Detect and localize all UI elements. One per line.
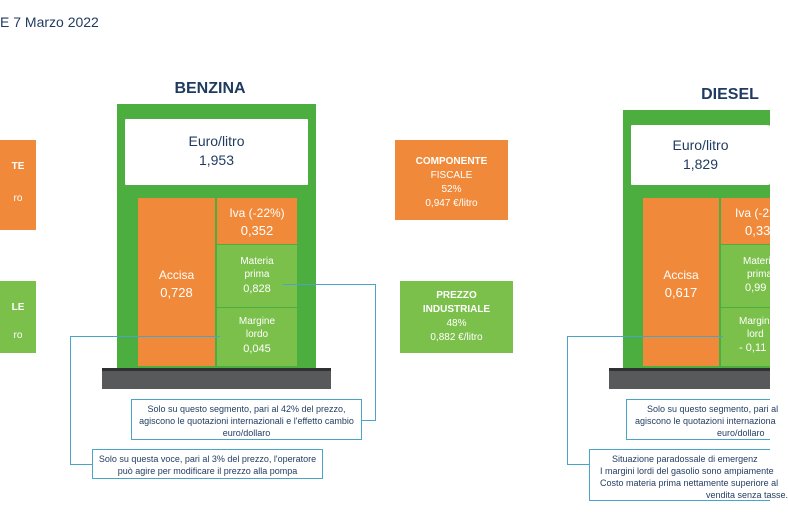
- diesel-margine-connector-v: [567, 336, 568, 464]
- diesel-margine-connector-h2: [567, 464, 589, 465]
- benzina-display: Euro/litro 1,953: [122, 116, 311, 188]
- diesel-emerg-line-4: vendita senza tasse.: [706, 490, 788, 500]
- benzina-title: BENZINA: [174, 80, 246, 97]
- diesel-margine-cell: Margin lord - 0,11: [721, 308, 770, 366]
- benzina-materia-label-2: prima: [244, 269, 270, 280]
- benzina-materia-cell: Materia prima 0,828: [217, 245, 297, 307]
- diesel-segment-line-3: euro/dollaro: [717, 428, 765, 438]
- left-industrial-text: LE: [11, 302, 25, 313]
- benzina-segment-line-1: Solo su questo segmento, pari al 42% del…: [147, 404, 346, 414]
- componente-fiscale-title-1: COMPONENTE: [415, 156, 488, 167]
- benzina-accisa-cell: Accisa 0,728: [138, 198, 215, 366]
- diesel-display-value: 1,829: [682, 156, 719, 172]
- left-fiscal-box: TE ro: [0, 140, 36, 230]
- diesel-accisa-label: Accisa: [663, 268, 699, 282]
- diesel-accisa-cell: Accisa 0,617: [643, 198, 719, 366]
- prezzo-industriale-pct: 48%: [446, 318, 467, 329]
- benzina-margine-connector-h2: [70, 464, 92, 465]
- benzina-pump-base: [102, 368, 331, 389]
- benzina-segment-line-2: agiscono le quotazioni internazionali e …: [139, 416, 354, 426]
- benzina-margine-connector-v: [70, 336, 71, 464]
- benzina-materia-label-1: Materia: [240, 256, 274, 267]
- diesel-segment-line-1: Solo su questo segmento, pari al: [647, 404, 779, 414]
- benzina-margine-connector-h: [70, 336, 220, 337]
- diesel-emerg-line-2: I margini lordi del gasolio sono ampiame…: [600, 466, 774, 476]
- componente-fiscale-box: COMPONENTE FISCALE 52% 0,947 €/litro: [395, 140, 508, 220]
- diesel-materia-label-1: Materi: [743, 256, 771, 267]
- diesel-emergency-callout: Situazione paradossale di emergenz I mar…: [589, 449, 788, 501]
- benzina-materia-value: 0,828: [243, 283, 271, 295]
- prezzo-industriale-box: PREZZO INDUSTRIALE 48% 0,882 €/litro: [400, 281, 513, 353]
- benzina-iva-cell: Iva (-22%) 0,352: [217, 198, 297, 244]
- benzina-margine-cell: Margine lordo 0,045: [217, 308, 297, 366]
- diesel-iva-cell: Iva (-22 0,33: [721, 198, 776, 244]
- left-industrial-box: LE ro: [0, 281, 36, 353]
- diesel-display: Euro/litro 1,829: [628, 122, 770, 188]
- diesel-margine-value: - 0,11: [739, 342, 767, 354]
- benzina-accisa-value: 0,728: [160, 285, 193, 300]
- benzina-voce-line-2: può agire per modificare il prezzo alla …: [117, 466, 298, 476]
- diesel-segment-line-2: agiscono le quotazioni internaziona: [635, 416, 776, 426]
- benzina-voce-line-1: Solo su questa voce, pari al 3% del prez…: [98, 454, 317, 464]
- diesel-emerg-line-3: Costo materia prima nettamente superiore…: [600, 478, 779, 488]
- benzina-segment-callout: Solo su questo segmento, pari al 42% del…: [131, 399, 362, 440]
- benzina-iva-value: 0,352: [240, 223, 274, 238]
- benzina-materia-connector-h: [283, 284, 376, 285]
- prezzo-industriale-title-2: INDUSTRIALE: [422, 304, 491, 315]
- diesel-emerg-line-1: Situazione paradossale di emergenz: [612, 454, 758, 464]
- prezzo-industriale-value: 0,882 €/litro: [430, 332, 483, 343]
- benzina-iva-label: Iva (-22%): [229, 206, 285, 220]
- diesel-iva-value: 0,33: [745, 223, 771, 238]
- diesel-margine-label-1: Margin: [739, 316, 770, 327]
- diesel-title: DIESEL: [701, 86, 759, 103]
- benzina-display-label: Euro/litro: [188, 133, 245, 149]
- benzina-materia-connector-h2: [362, 420, 376, 421]
- diesel-accisa-value: 0,617: [664, 285, 698, 300]
- benzina-margine-label-1: Margine: [238, 316, 276, 327]
- diesel-display-label: Euro/litro: [672, 137, 729, 153]
- benzina-materia-connector-v: [375, 284, 376, 420]
- diesel-margine-label-2: lord: [747, 329, 764, 340]
- benzina-display-value: 1,953: [198, 152, 235, 168]
- diesel-margine-connector-h: [567, 336, 723, 337]
- componente-fiscale-title-2: FISCALE: [430, 170, 473, 181]
- left-fiscal-sub: ro: [13, 193, 23, 204]
- diesel-pump-base: [609, 368, 770, 389]
- diesel-iva-label: Iva (-22: [735, 206, 776, 220]
- benzina-accisa-label: Accisa: [158, 268, 195, 282]
- diesel-materia-cell: Materi prima 0,99: [721, 245, 773, 307]
- header-date: E 7 Marzo 2022: [0, 14, 99, 30]
- benzina-margine-label-2: lordo: [245, 329, 269, 340]
- componente-fiscale-pct: 52%: [441, 184, 462, 195]
- componente-fiscale-value: 0,947 €/litro: [425, 198, 478, 209]
- benzina-voce-callout: Solo su questa voce, pari al 3% del prez…: [92, 449, 323, 479]
- diesel-segment-callout: Solo su questo segmento, pari al agiscon…: [626, 399, 779, 440]
- benzina-margine-value: 0,045: [243, 343, 271, 355]
- benzina-segment-line-3: euro/dollaro: [222, 428, 271, 438]
- diesel-materia-value: 0,99: [745, 282, 767, 294]
- diesel-materia-label-2: prima: [747, 269, 773, 280]
- left-fiscal-text: TE: [11, 161, 25, 172]
- prezzo-industriale-title-1: PREZZO: [436, 290, 477, 301]
- left-industrial-sub: ro: [13, 330, 23, 341]
